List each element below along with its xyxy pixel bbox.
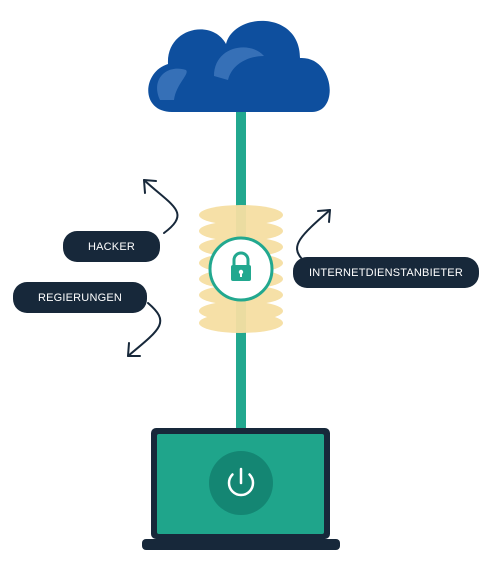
government-label-text: REGIERUNGEN	[37, 291, 123, 304]
isp-arrow-icon	[296, 209, 331, 260]
isp-label-text: INTERNETDIENSTANBIETER	[309, 266, 463, 279]
cloud-icon	[148, 20, 330, 113]
padlock-icon	[208, 236, 274, 302]
hacker-label-text: HACKER	[87, 240, 136, 253]
power-icon	[209, 451, 273, 515]
government-label: REGIERUNGEN	[13, 282, 147, 313]
government-arrow-icon	[127, 302, 162, 357]
isp-label: INTERNETDIENSTANBIETER	[293, 257, 479, 288]
hacker-arrow-icon	[143, 179, 179, 234]
hacker-label: HACKER	[63, 231, 160, 262]
